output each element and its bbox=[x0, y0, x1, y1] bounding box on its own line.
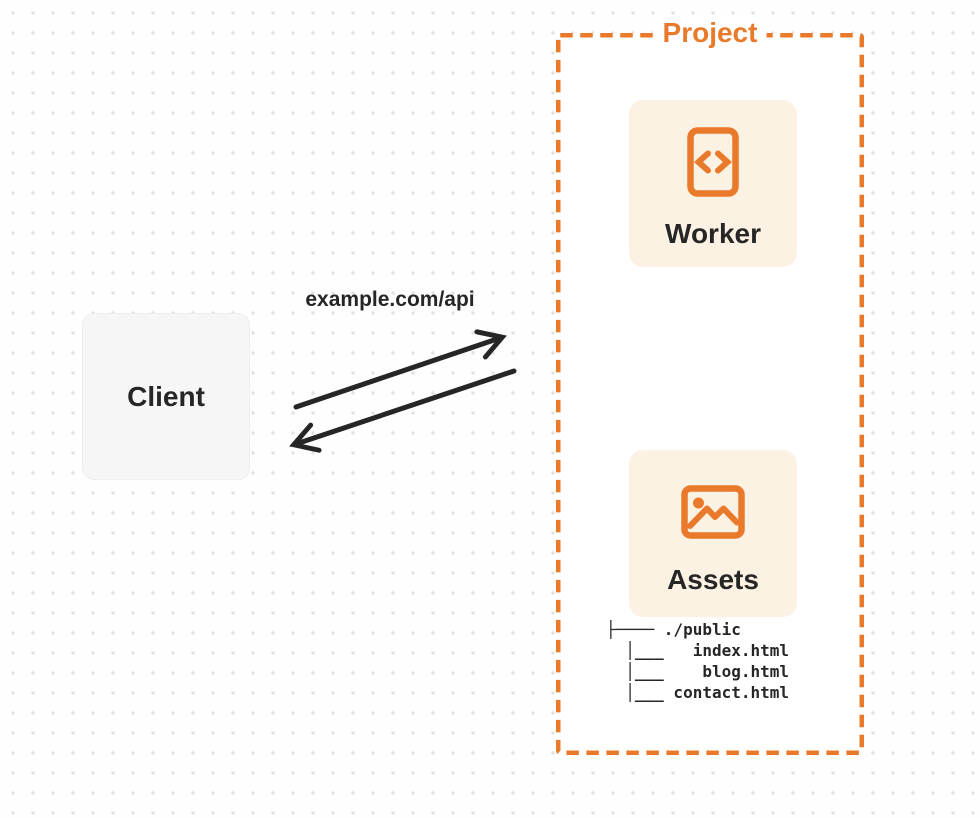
file-tree: ├──── ./public │___ index.html │___ blog… bbox=[606, 620, 790, 702]
assets-node: Assets bbox=[629, 450, 797, 617]
response-arrow bbox=[289, 368, 517, 453]
worker-label: Worker bbox=[665, 218, 761, 249]
code-file-icon bbox=[687, 127, 739, 197]
client-label: Client bbox=[127, 380, 205, 412]
image-icon bbox=[681, 485, 745, 539]
assets-label: Assets bbox=[667, 564, 759, 595]
project-boundary: Project Worker Assets bbox=[556, 16, 864, 755]
api-url-label: example.com/api bbox=[305, 288, 475, 311]
project-title: Project bbox=[653, 16, 767, 50]
request-arrow bbox=[293, 329, 507, 410]
worker-node: Worker bbox=[629, 100, 797, 267]
client-node: Client bbox=[82, 313, 250, 480]
